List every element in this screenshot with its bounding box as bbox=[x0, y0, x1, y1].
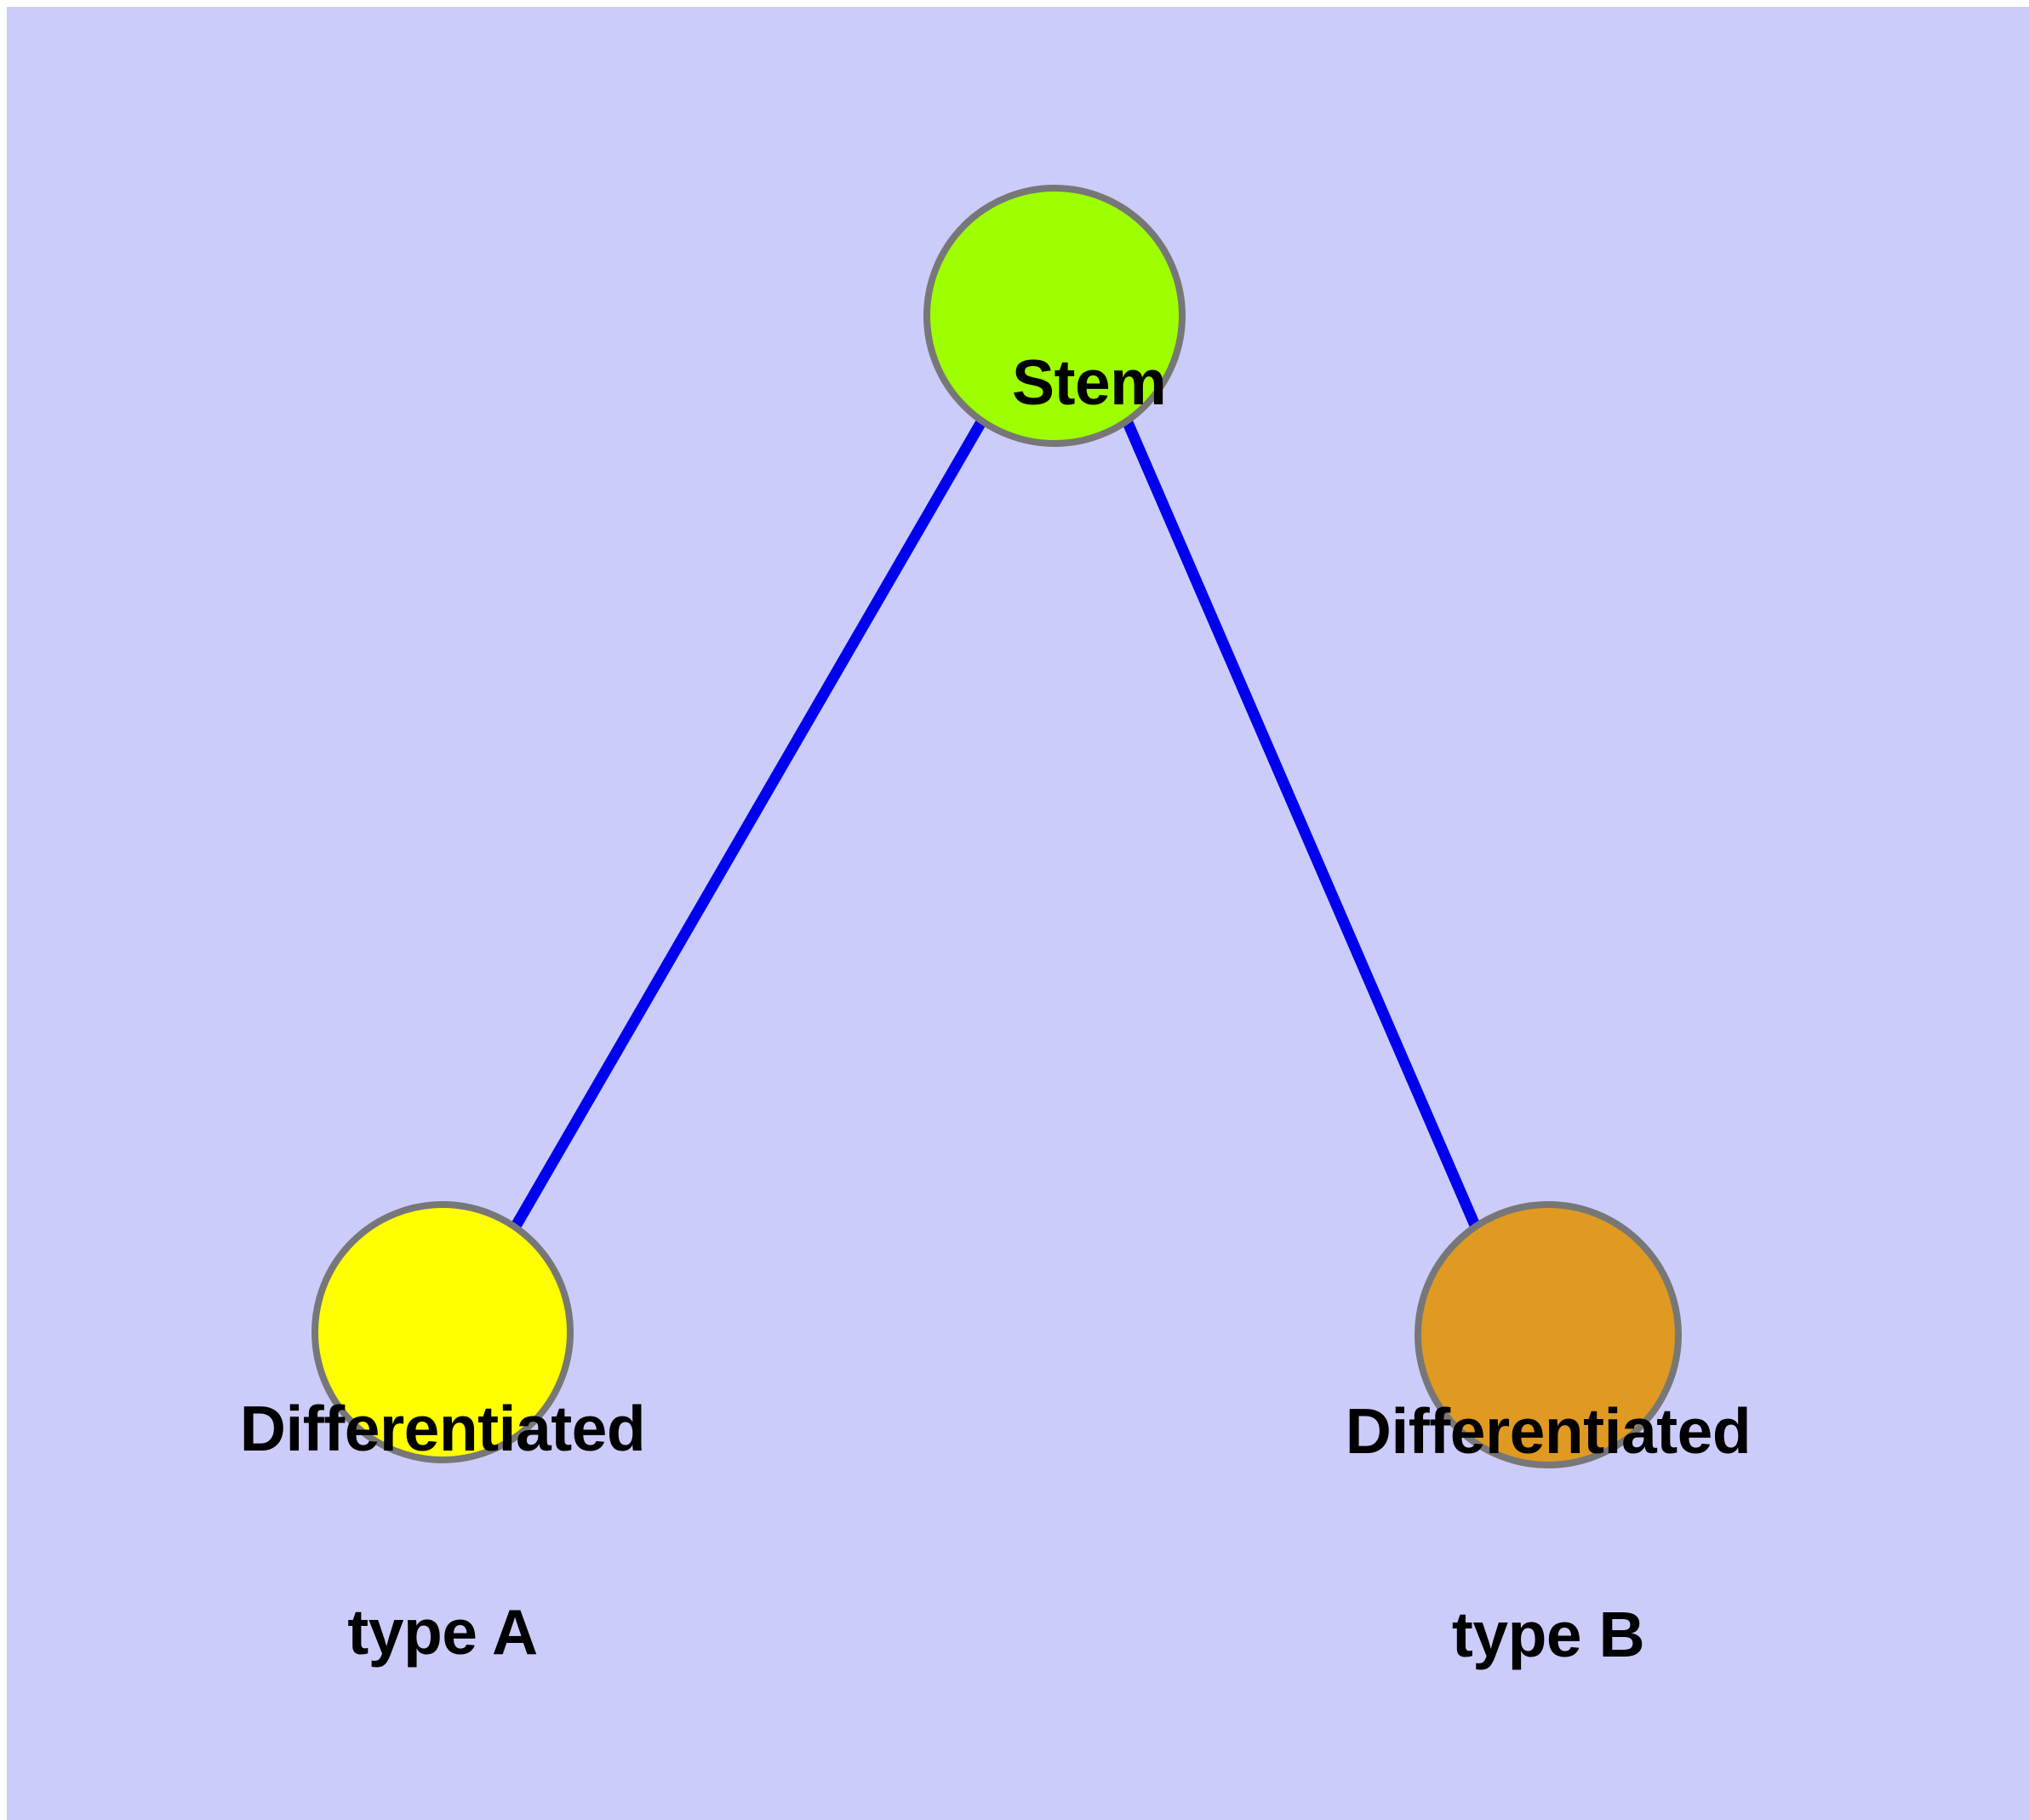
node-stem[interactable] bbox=[923, 185, 1186, 447]
node-differentiated-type-b[interactable] bbox=[1415, 1201, 1682, 1468]
edge-stem-to-diff-a bbox=[510, 417, 987, 1231]
edge-stem-to-diff-b bbox=[1122, 418, 1482, 1232]
edge-layer bbox=[510, 417, 1482, 1232]
node-layer bbox=[311, 185, 1682, 1468]
node-differentiated-type-a[interactable] bbox=[311, 1201, 574, 1463]
